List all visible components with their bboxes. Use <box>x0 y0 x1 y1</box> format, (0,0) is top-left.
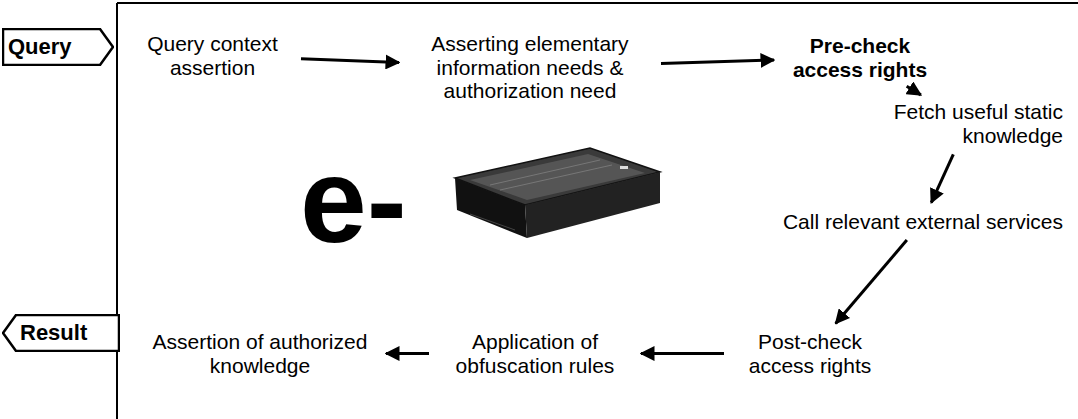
flow-arrow <box>386 352 429 355</box>
step-text: Assertion of authorized knowledge <box>140 328 380 379</box>
step-label: Post-check access rights <box>732 330 888 377</box>
step-label: Application of obfuscation rules <box>437 330 633 377</box>
step-text: Asserting elementary information needs &… <box>405 30 655 105</box>
step-label: Assertion of authorized knowledge <box>142 330 378 377</box>
step-label: Query <box>2 35 72 60</box>
step-label: Pre-check access rights <box>782 34 938 81</box>
step-text: Pre-check access rights <box>780 32 940 83</box>
e-prefix-label: e- <box>300 140 407 260</box>
frame-line <box>116 3 118 419</box>
flow-arrow <box>836 240 907 323</box>
step-label: Fetch useful static knowledge <box>872 100 1063 147</box>
step-text: Call relevant external services <box>780 208 1065 236</box>
flow-arrow <box>907 86 921 95</box>
step-label: Query context assertion <box>132 32 293 79</box>
step-label: Asserting elementary information needs &… <box>407 32 653 103</box>
step-label: Result <box>2 321 87 346</box>
query-arrow-box: Query <box>2 28 114 66</box>
flow-arrow <box>661 60 774 63</box>
step-text: Application of obfuscation rules <box>435 328 635 379</box>
step-label: Call relevant external services <box>782 210 1063 234</box>
flow-arrow <box>301 59 399 63</box>
flow-arrow <box>641 352 724 355</box>
frame-line <box>117 2 1078 4</box>
step-text: Post-check access rights <box>730 328 890 379</box>
step-text: Fetch useful static knowledge <box>870 98 1065 149</box>
step-text: Query context assertion <box>130 30 295 81</box>
flow-arrow <box>931 154 953 202</box>
result-arrow-box: Result <box>2 314 120 352</box>
device-illustration <box>455 148 660 238</box>
